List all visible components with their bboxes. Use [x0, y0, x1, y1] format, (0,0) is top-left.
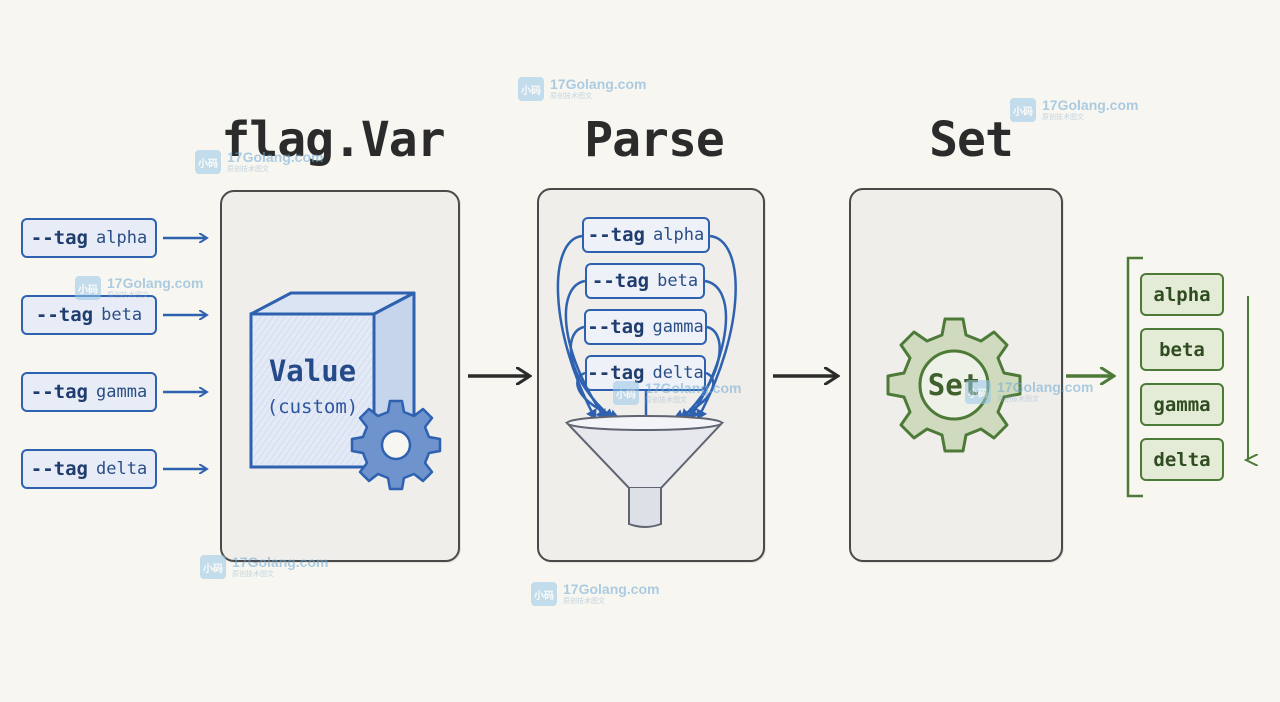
result-alpha: alpha [1140, 273, 1224, 316]
watermark-site: 17Golang.com [1042, 97, 1139, 113]
watermark-logo-icon: 小码 [518, 77, 544, 101]
value-label: Value [268, 354, 357, 388]
funnel-icon [564, 415, 725, 528]
flag-key: --tag [591, 270, 650, 292]
watermark-logo-icon: 小码 [613, 381, 639, 405]
flag-value: alpha [96, 228, 148, 248]
flag-key: --tag [587, 316, 645, 338]
watermark-site: 17Golang.com [645, 380, 742, 396]
flag-value: beta [657, 271, 699, 291]
parse-flag-delta: --tag delta [585, 355, 706, 391]
watermark-sub: 原创技术图文 [997, 395, 1039, 403]
watermark-sub: 原创技术图文 [1042, 113, 1084, 121]
results-bracket [1126, 256, 1143, 498]
result-beta: beta [1140, 328, 1224, 371]
stage-title-parse: Parse [584, 112, 724, 168]
parse-flag-alpha: --tag alpha [582, 217, 710, 253]
gear-icon [350, 399, 442, 491]
flag-key: --tag [35, 304, 94, 326]
watermark-site: 17Golang.com [227, 149, 324, 165]
watermark-sub: 原创技术图文 [645, 396, 687, 404]
watermark-sub: 原创技术图文 [107, 291, 149, 299]
watermark-site: 17Golang.com [107, 275, 204, 291]
watermark-site: 17Golang.com [232, 554, 329, 570]
flag-value: gamma [96, 382, 148, 402]
result-gamma: gamma [1140, 383, 1224, 426]
watermark-logo-icon: 小码 [965, 380, 991, 404]
input-flag-gamma: --tag gamma [21, 372, 157, 412]
watermark-site: 17Golang.com [550, 76, 647, 92]
input-flag-alpha: --tag alpha [21, 218, 157, 258]
flag-value: delta [96, 459, 148, 479]
watermark-logo-icon: 小码 [200, 555, 226, 579]
watermark-logo-icon: 小码 [195, 150, 221, 174]
flag-value: delta [652, 363, 704, 383]
watermark-logo-icon: 小码 [1010, 98, 1036, 122]
flag-value: beta [101, 305, 143, 325]
value-sublabel: (custom) [266, 396, 359, 418]
flag-key: --tag [587, 362, 645, 384]
watermark-site: 17Golang.com [563, 581, 660, 597]
result-delta: delta [1140, 438, 1224, 481]
stage-title-flag-var: flag.Var [221, 112, 445, 168]
watermark-site: 17Golang.com [997, 379, 1094, 395]
parse-flag-gamma: --tag gamma [584, 309, 707, 345]
flag-key: --tag [30, 227, 88, 249]
flag-key: --tag [30, 458, 88, 480]
input-flag-beta: --tag beta [21, 295, 157, 335]
parse-flag-beta: --tag beta [585, 263, 705, 299]
watermark-logo-icon: 小码 [531, 582, 557, 606]
flag-value: gamma [652, 317, 704, 337]
watermark-sub: 原创技术图文 [232, 570, 274, 578]
flag-key: --tag [587, 224, 645, 246]
watermark-sub: 原创技术图文 [563, 597, 605, 605]
watermark-sub: 原创技术图文 [550, 92, 592, 100]
flag-key: --tag [30, 381, 88, 403]
watermark-logo-icon: 小码 [75, 276, 101, 300]
watermark-sub: 原创技术图文 [227, 165, 269, 173]
flag-value: alpha [653, 225, 705, 245]
input-flag-delta: --tag delta [21, 449, 157, 489]
input-arrows [163, 238, 206, 469]
stage-title-set: Set [929, 112, 1014, 168]
